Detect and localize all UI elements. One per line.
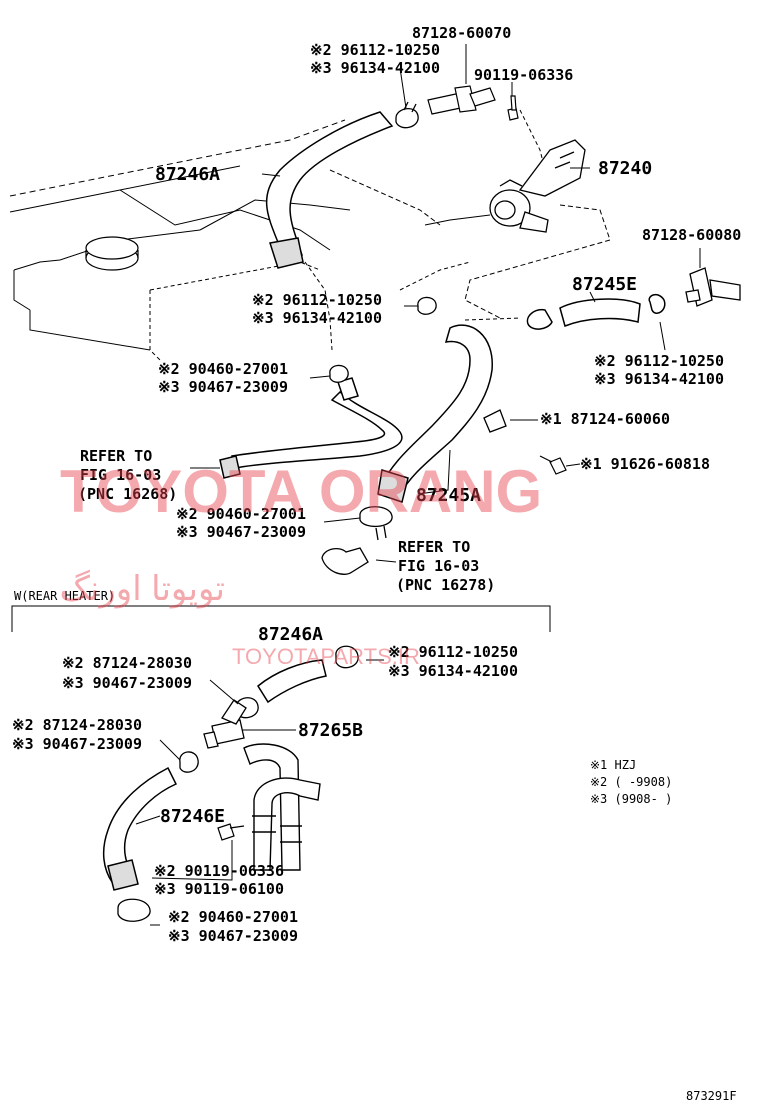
label-right-n3: ※3 96134-42100: [594, 370, 724, 388]
label-refer1-line3: (PNC 16268): [78, 485, 177, 503]
leader-lines-rear-heater: [135, 659, 384, 926]
label-refer1-line2: FIG 16-03: [80, 466, 161, 484]
rh-hose-87246a-icon: [257, 659, 327, 704]
label-rh-bolt-n3: ※3 90119-06100: [154, 880, 284, 898]
label-top-bolt: 90119-06336: [474, 66, 573, 84]
label-rh-clamp-n3: ※3 90467-23009: [168, 927, 298, 945]
label-rh-n2-a: ※2 87124-28030: [62, 654, 192, 672]
bolt-top-icon: [507, 95, 519, 121]
label-mid-n3-a: ※3 96134-42100: [252, 309, 382, 327]
label-lower-n2: ※2 90460-27001: [176, 505, 306, 523]
label-part-87128-60080: 87128-60080: [642, 226, 741, 244]
watermark: TOYOTA ORANG تویوتا اورنگ TOYOTAPARTS.IR: [59, 458, 542, 669]
label-left-n2: ※2 90460-27001: [158, 360, 288, 378]
hose-87245e-icon: [526, 293, 666, 330]
elbow-fitting-icon: [321, 547, 369, 575]
label-mid-n2-a: ※2 96112-10250: [252, 291, 382, 309]
label-top-part: 87128-60070: [412, 24, 511, 42]
label-note1: ※1 HZJ: [590, 758, 636, 772]
watermark-brand: TOYOTA ORANG: [60, 458, 542, 525]
label-left-n3: ※3 90467-23009: [158, 378, 288, 396]
bolt-91626-60818-icon: [539, 455, 567, 475]
hose-87246a-top-icon: [265, 111, 394, 269]
label-rh-bolt-n2: ※2 90119-06336: [154, 862, 284, 880]
label-rh-87265b: 87265B: [298, 720, 363, 741]
label-top-n2-a: ※2 96112-10250: [310, 41, 440, 59]
label-rh-right-n3: ※3 96134-42100: [388, 662, 518, 680]
label-hose-87245e: 87245E: [572, 274, 637, 295]
label-bolt-n1: ※1 91626-60818: [580, 455, 710, 473]
part-87128-60080-icon: [685, 267, 741, 307]
top-clamp-icon: [395, 101, 419, 129]
label-lower-n3: ※3 90467-23009: [176, 523, 306, 541]
label-note2: ※2 ( -9908): [590, 775, 672, 789]
left-clamp-icon: [329, 364, 349, 383]
label-valve-87240: 87240: [598, 158, 652, 179]
left-hose-icon: [219, 377, 403, 479]
label-rh-hose-87246a: 87246A: [258, 624, 323, 645]
rh-clamp-right-icon: [335, 645, 359, 669]
clip-87124-60060-icon: [483, 409, 507, 433]
label-rh-n3-a: ※3 90467-23009: [62, 674, 192, 692]
hose-87245a-icon: [377, 324, 493, 503]
mid-clamp-icon: [417, 296, 437, 315]
label-section-title: W(REAR HEATER): [14, 589, 115, 603]
rh-bolt-icon: [217, 823, 245, 841]
label-refer2-line2: FIG 16-03: [398, 557, 479, 575]
lower-clamp-icon: [359, 506, 393, 541]
label-rh-n3-b: ※3 90467-23009: [12, 735, 142, 753]
rh-clamp-bottom-icon: [117, 898, 151, 922]
label-refer2-line1: REFER TO: [398, 538, 470, 556]
rh-hose-87246e-icon: [102, 766, 178, 891]
label-rh-87246e: 87246E: [160, 806, 225, 827]
watermark-farsi: تویوتا اورنگ: [59, 569, 225, 609]
leader-lines-top: [190, 44, 701, 563]
radiator-cap-icon: [85, 236, 139, 271]
label-rh-right-n2: ※2 96112-10250: [388, 643, 518, 661]
label-right-n2: ※2 96112-10250: [594, 352, 724, 370]
rh-tee-87265b-icon: [203, 699, 247, 749]
label-rh-clamp-n2: ※2 90460-27001: [168, 908, 298, 926]
rh-pipes-icon: [243, 743, 321, 871]
label-figure-id: 873291F: [686, 1089, 737, 1103]
label-top-n3-a: ※3 96134-42100: [310, 59, 440, 77]
part-number-labels: 87128-60070 ※2 96112-10250 ※3 96134-4210…: [12, 24, 741, 1103]
rh-clamp-b-icon: [179, 751, 199, 773]
label-note3: ※3 (9908- ): [590, 792, 672, 806]
label-clamp-n1: ※1 87124-60060: [540, 410, 670, 428]
label-hose-87245a: 87245A: [416, 485, 481, 506]
label-hose-87246a: 87246A: [155, 164, 220, 185]
label-refer1-line1: REFER TO: [80, 447, 152, 465]
rear-heater-section-frame: [11, 605, 551, 632]
top-pipe-icon: [427, 85, 496, 115]
water-valve-87240-icon: [489, 139, 586, 233]
label-rh-n2-b: ※2 87124-28030: [12, 716, 142, 734]
watermark-site: TOYOTAPARTS.IR: [232, 644, 420, 669]
label-refer2-line3: (PNC 16278): [396, 576, 495, 594]
